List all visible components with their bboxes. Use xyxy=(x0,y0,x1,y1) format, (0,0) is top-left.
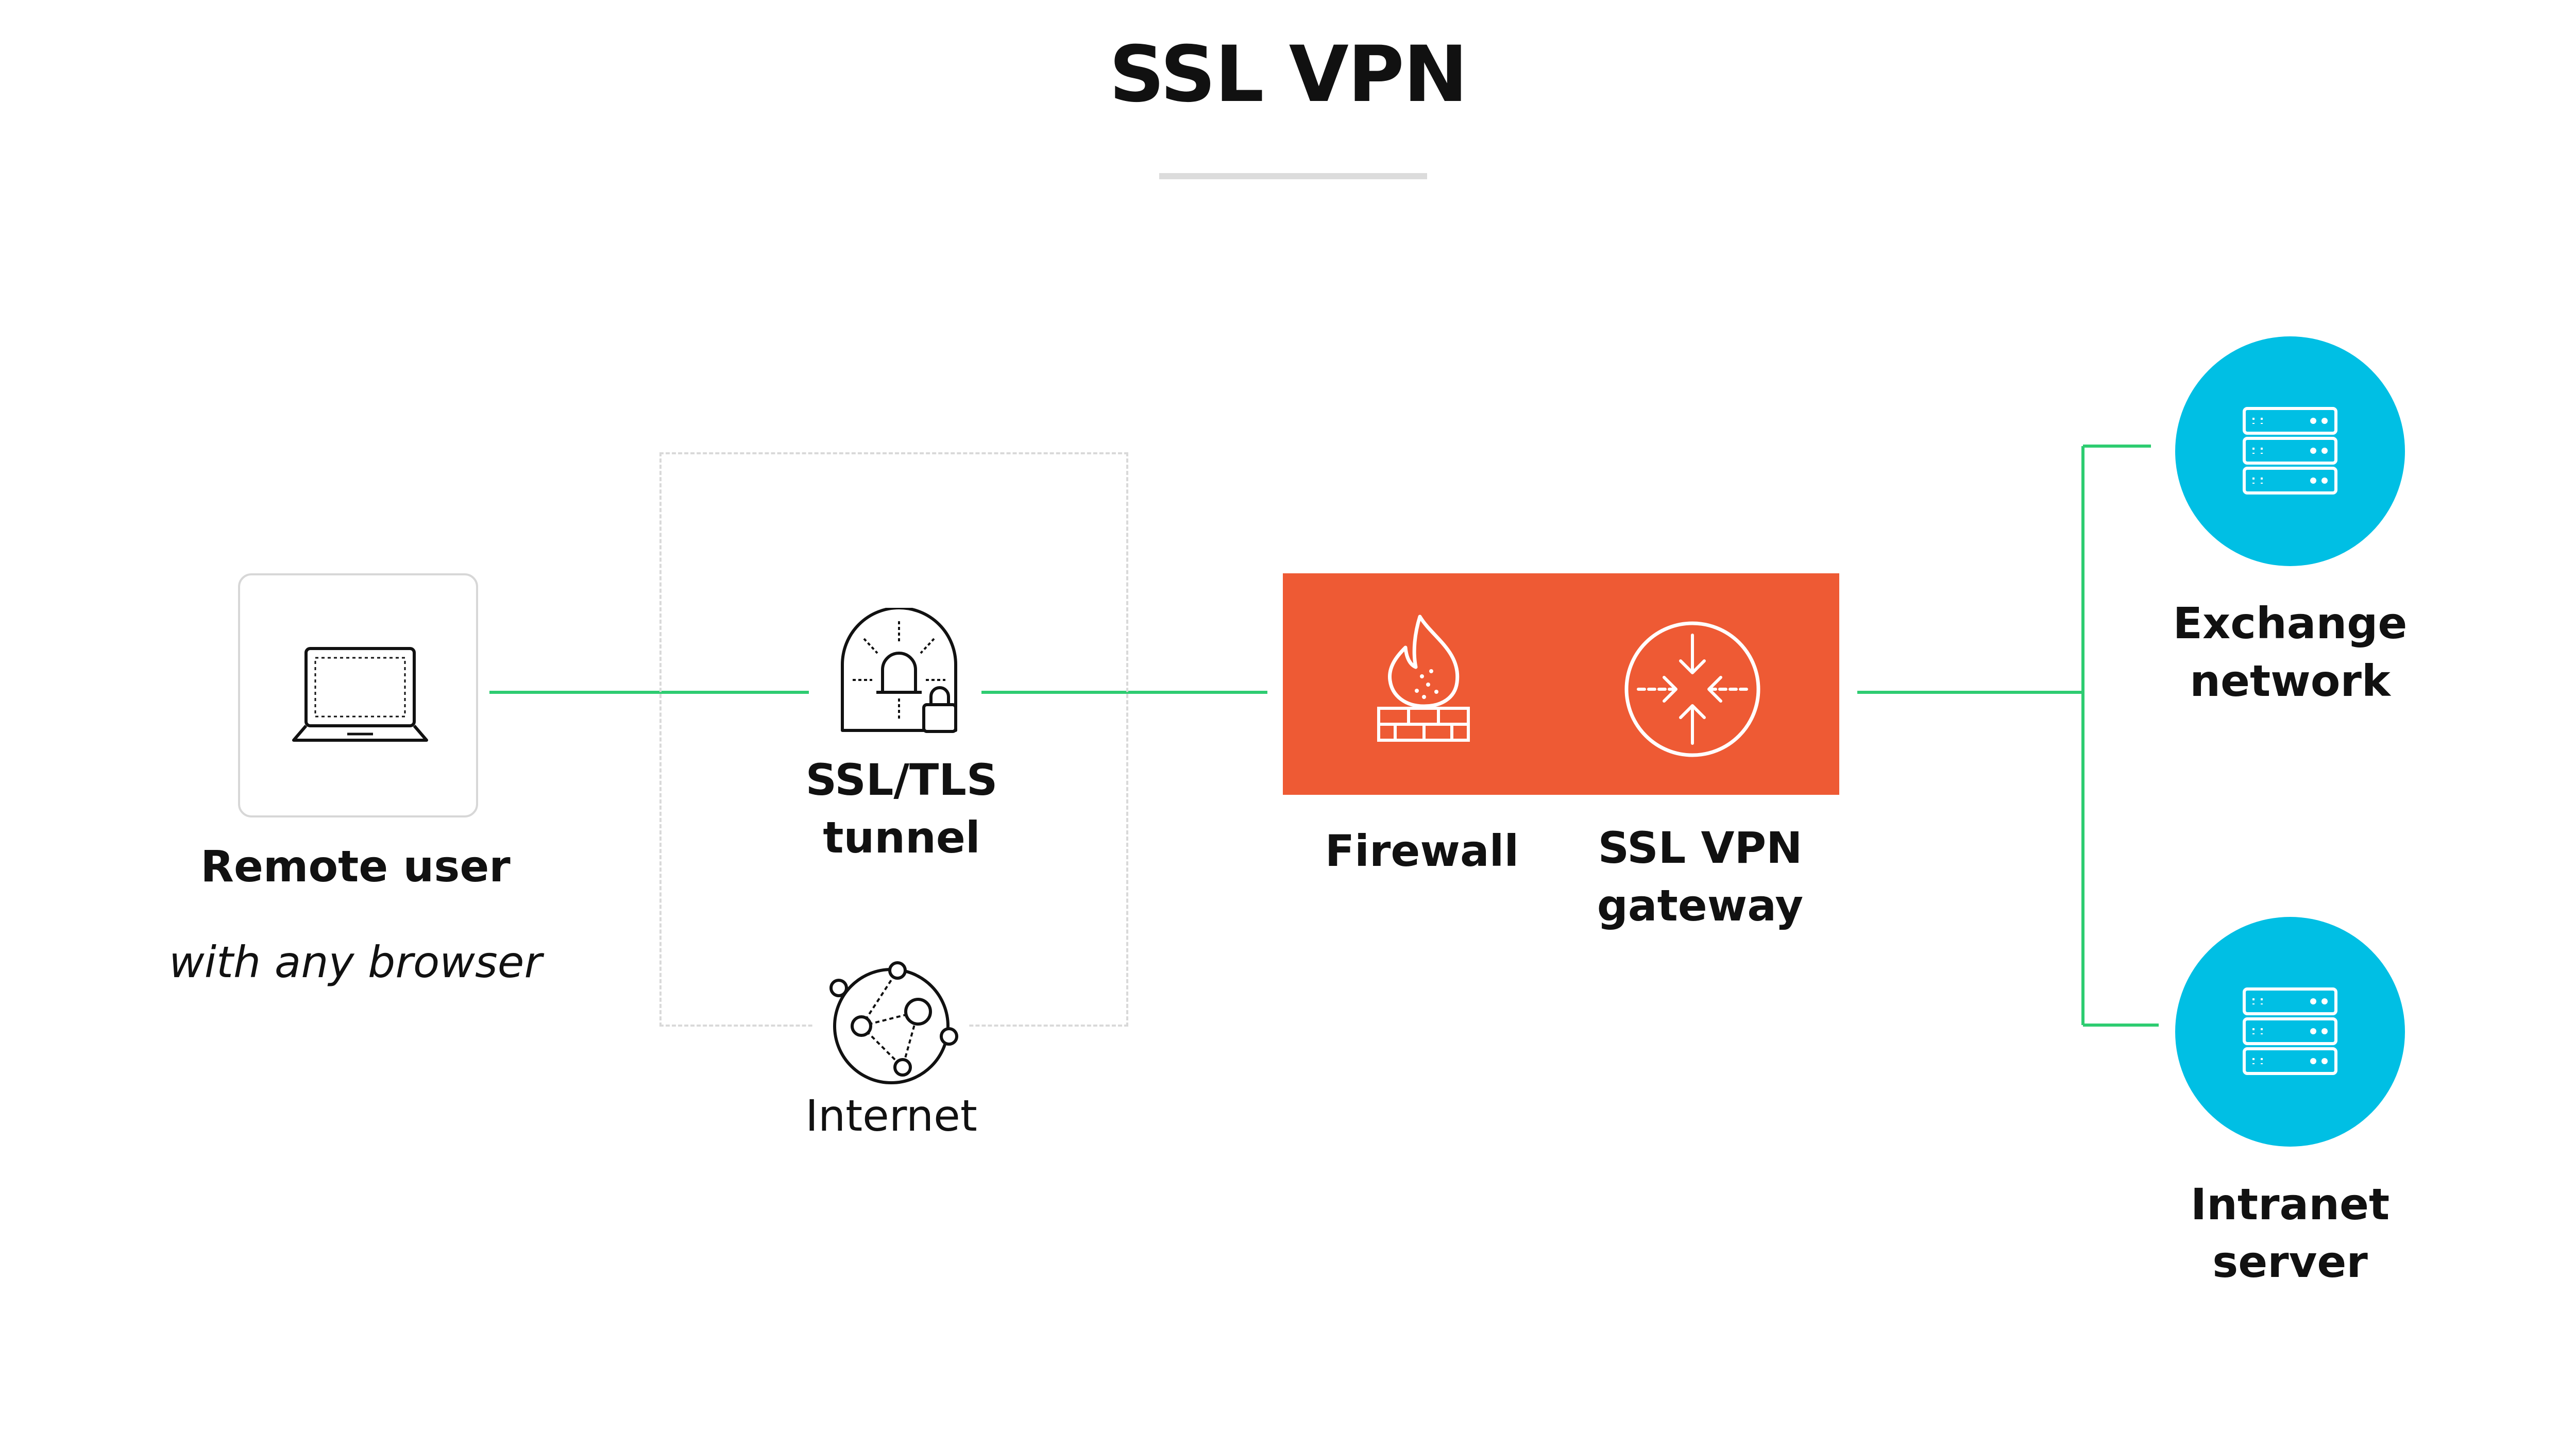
exchange-label: Exchange network xyxy=(2136,594,2445,710)
firewall-icon xyxy=(1377,615,1470,742)
exchange-server-node xyxy=(2175,336,2405,566)
tunnel-label-line2: tunnel xyxy=(823,812,980,863)
internet-label: Internet xyxy=(805,1090,977,1141)
gateway-label: SSL VPN gateway xyxy=(1556,819,1844,934)
gateway-label-line2: gateway xyxy=(1597,880,1804,931)
remote-user-label: Remote user xyxy=(200,841,511,892)
page-title: SSL VPN xyxy=(1109,30,1468,120)
firewall-gateway-block xyxy=(1283,573,1839,795)
exchange-label-line2: network xyxy=(2190,656,2391,706)
intranet-label-line1: Intranet xyxy=(2190,1179,2390,1230)
intranet-label: Intranet server xyxy=(2136,1175,2445,1291)
laptop-icon xyxy=(292,647,428,742)
server-icon xyxy=(2243,987,2337,1075)
exchange-label-line1: Exchange xyxy=(2173,598,2408,649)
intranet-server-node xyxy=(2175,917,2405,1147)
tunnel-lock-icon xyxy=(841,608,957,733)
tunnel-label-line1: SSL/TLS xyxy=(805,755,998,805)
network-globe-icon xyxy=(814,959,969,1093)
router-icon xyxy=(1624,621,1760,757)
firewall-label: Firewall xyxy=(1325,826,1519,876)
remote-user-box xyxy=(238,573,478,817)
remote-user-sublabel: with any browser xyxy=(169,937,542,987)
server-icon xyxy=(2243,407,2337,495)
tunnel-label: SSL/TLS tunnel xyxy=(747,751,1056,866)
gateway-label-line1: SSL VPN xyxy=(1598,823,1803,873)
title-divider xyxy=(1159,173,1427,179)
intranet-label-line2: server xyxy=(2212,1237,2368,1287)
